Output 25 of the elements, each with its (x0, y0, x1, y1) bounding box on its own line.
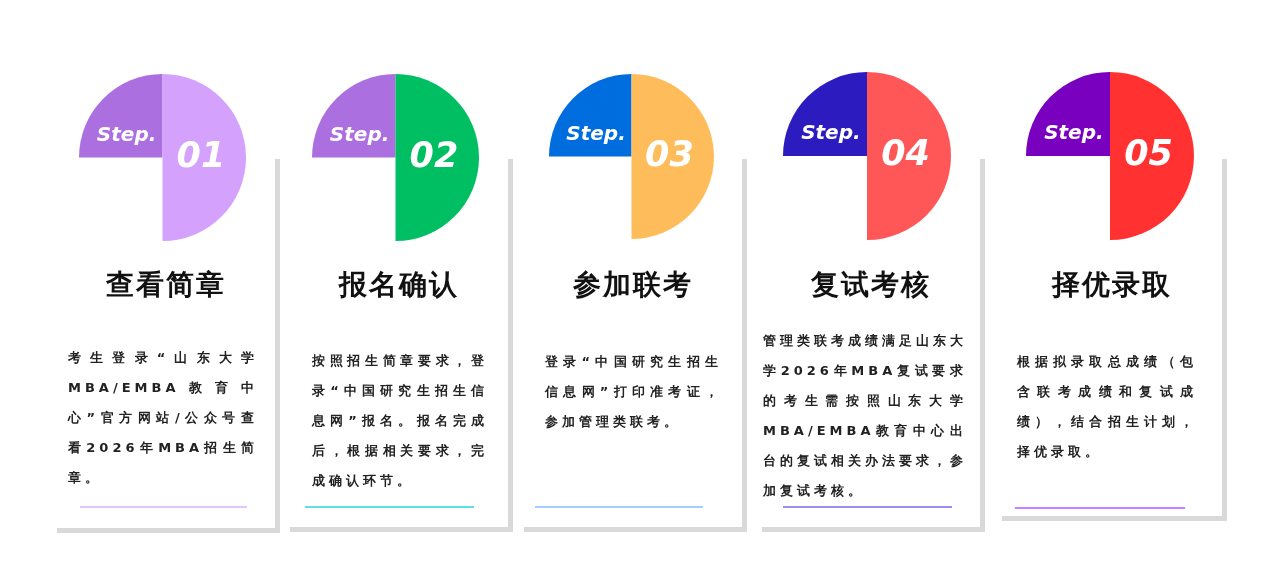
step-number: 02 (409, 135, 459, 175)
step-title: 查看简章 (106, 267, 226, 303)
step-badge (79, 74, 246, 241)
step-description: 按照招生简章要求，登录“中国研究生招生信息网”报名。报名完成后，根据相关要求，完成确认环节。 (312, 352, 488, 490)
step-number: 04 (881, 133, 930, 174)
step-title: 复试考核 (811, 267, 931, 303)
step-badge (1026, 72, 1194, 240)
step-number: 03 (645, 134, 694, 174)
step-label: Step. (96, 122, 157, 147)
step-title: 择优录取 (1052, 267, 1172, 303)
step-number: 01 (176, 135, 226, 175)
step-label: Step. (801, 120, 861, 145)
step-label: Step. (1044, 120, 1104, 145)
step-number: 05 (1124, 133, 1173, 174)
step-description: 根据拟录取总成绩（包含联考成绩和复试成绩），结合招生计划，择优录取。 (1017, 353, 1197, 461)
step-title: 报名确认 (339, 267, 459, 303)
step-label: Step. (329, 122, 390, 147)
step-label: Step. (566, 121, 626, 146)
step-badge (312, 74, 479, 241)
step-badge (783, 72, 951, 240)
step-description: 登录“中国研究生招生信息网”打印准考证，参加管理类联考。 (545, 353, 722, 431)
step-description: 考生登录“山东大学MBA/EMBA教育中心”官方网站/公众号查看2026年MBA招生简章。 (68, 349, 258, 487)
step-description: 管理类联考成绩满足山东大学2026年MBA复试要求的考生需按照山东大学MBA/EMBA教育中心出台的复试相关办法要求，参加复试考核。 (763, 332, 967, 500)
step-badge (549, 74, 714, 239)
step-title: 参加联考 (573, 267, 693, 303)
